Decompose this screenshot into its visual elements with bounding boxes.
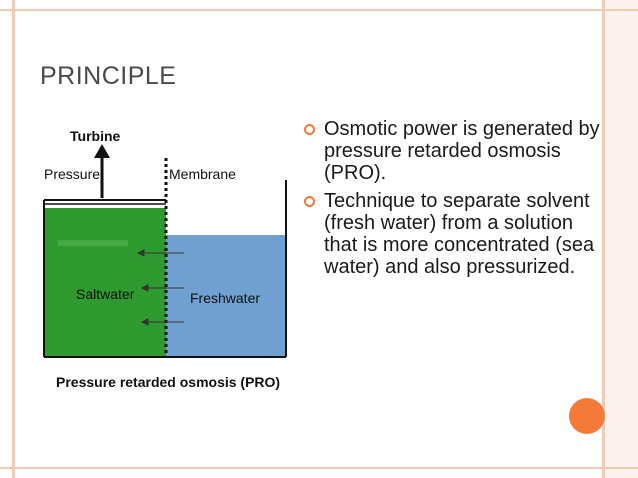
bullet-circle-icon (304, 124, 315, 135)
water-highlight (58, 240, 128, 246)
bullet-item: Technique to separate solvent (fresh wat… (300, 190, 600, 278)
freshwater-region (166, 235, 286, 357)
pro-diagram: Turbine Pressure Membrane Saltwater Fres… (36, 118, 296, 398)
bullet-item: Osmotic power is generated by pressure r… (300, 118, 600, 184)
turbine-arrow-head (94, 144, 110, 158)
bullet-text: Osmotic power is generated by pressure r… (324, 118, 600, 184)
pressure-label: Pressure (44, 166, 101, 182)
frame-line-left (12, 0, 15, 478)
membrane-label: Membrane (169, 166, 236, 182)
turbine-label: Turbine (70, 128, 121, 144)
slide-title: PRINCIPLE (40, 62, 177, 90)
bullet-list: Osmotic power is generated by pressure r… (300, 118, 600, 284)
bullet-circle-icon (304, 196, 315, 207)
flow-arrows (136, 249, 184, 326)
bullet-text: Technique to separate solvent (fresh wat… (324, 190, 595, 278)
saltwater-region (44, 208, 166, 357)
frame-line-top (0, 9, 638, 11)
diagram-caption: Pressure retarded osmosis (PRO) (56, 374, 281, 390)
decorative-band (605, 0, 638, 478)
freshwater-label: Freshwater (190, 290, 261, 306)
frame-line-right (602, 0, 605, 478)
saltwater-label: Saltwater (76, 286, 135, 302)
pro-diagram-graphic (43, 144, 287, 358)
decorative-orange-circle (569, 398, 605, 434)
frame-line-bottom (0, 467, 638, 469)
